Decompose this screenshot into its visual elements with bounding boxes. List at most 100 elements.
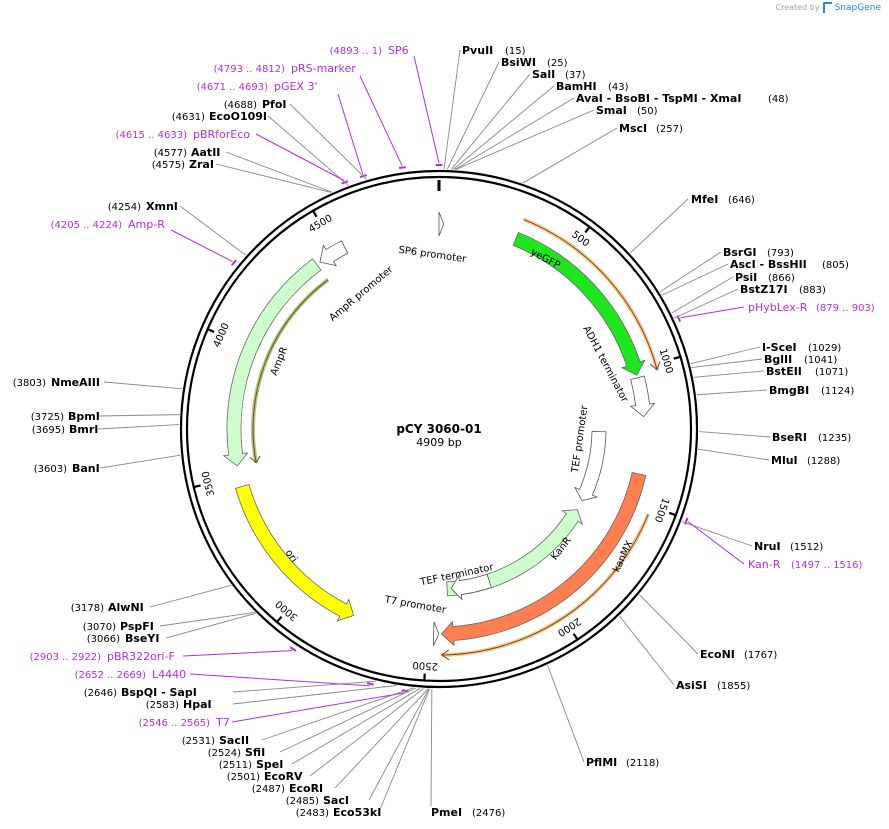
ampr-outer-strand xyxy=(252,279,329,463)
credit-prefix: Created by xyxy=(775,3,820,12)
site-alwni: AlwNI(3178) xyxy=(71,601,144,614)
svg-text:(879 .. 903): (879 .. 903) xyxy=(816,303,875,314)
leader-line-7 xyxy=(629,198,689,254)
svg-text:(2583): (2583) xyxy=(146,700,179,711)
svg-text:SmaI: SmaI xyxy=(596,104,627,117)
leader-line-31 xyxy=(232,680,376,693)
site-msci: MscI(257) xyxy=(619,122,683,135)
svg-text:(2483): (2483) xyxy=(296,808,329,819)
svg-text:HpaI: HpaI xyxy=(183,698,212,711)
plasmid-name: pCY 3060-01 xyxy=(396,422,481,436)
svg-text:BglII: BglII xyxy=(764,353,792,366)
leader-line-16 xyxy=(698,431,771,438)
svg-text:MscI: MscI xyxy=(619,122,647,135)
site-bmri: BmrI(3695) xyxy=(32,423,99,436)
site-sali: SalI(37) xyxy=(532,68,586,81)
site-bamhi: BamHI (43) xyxy=(556,80,629,93)
svg-text:NruI: NruI xyxy=(754,540,781,553)
site-mfei: MfeI(646) xyxy=(691,193,755,206)
leader-line-4 xyxy=(454,97,575,170)
leader-line-36 xyxy=(97,424,180,430)
svg-text:BseYI: BseYI xyxy=(125,632,159,645)
leader-line-5 xyxy=(455,109,595,170)
primer-leader-line-9 xyxy=(231,692,405,723)
backbone-inner-circle xyxy=(185,175,693,683)
svg-text:(25): (25) xyxy=(547,58,568,69)
tick-3000 xyxy=(275,615,283,624)
svg-text:(2546 .. 2565): (2546 .. 2565) xyxy=(139,718,211,729)
primer-l4440: L4440(2652 .. 2669) xyxy=(75,668,187,681)
site-bsteii: BstEII(1071) xyxy=(766,365,848,378)
svg-text:T7: T7 xyxy=(215,716,230,729)
feature-label-ampr-promoter: AmpR promoter xyxy=(327,264,396,324)
primer-site-mark-4 xyxy=(231,259,237,267)
primer-pbrforeco: pBRforEco(4615 .. 4633) xyxy=(116,128,251,141)
feature-ampr xyxy=(222,258,322,467)
svg-text:AvaI - BsoBI - TspMI - XmaI: AvaI - BsoBI - TspMI - XmaI xyxy=(576,92,741,105)
feature-tef-terminator xyxy=(450,573,492,601)
svg-text:(1041): (1041) xyxy=(804,355,837,366)
svg-text:BsrGI: BsrGI xyxy=(723,246,756,259)
feature-t7-promoter xyxy=(432,621,440,647)
svg-text:SfiI: SfiI xyxy=(245,746,265,759)
svg-text:NmeAIII: NmeAIII xyxy=(51,376,100,389)
svg-text:(4577): (4577) xyxy=(154,148,187,159)
svg-text:(2485): (2485) xyxy=(286,796,319,807)
primer-leader-line-8 xyxy=(189,673,370,687)
svg-text:(50): (50) xyxy=(637,106,658,117)
svg-text:(4205 .. 4224): (4205 .. 4224) xyxy=(51,220,123,231)
svg-text:(15): (15) xyxy=(505,46,526,57)
svg-text:PfoI: PfoI xyxy=(262,98,287,111)
site-pspfi: PspFI(3070) xyxy=(83,620,154,633)
leader-line-3 xyxy=(453,85,555,170)
svg-text:BamHI: BamHI xyxy=(556,80,597,93)
site-pmei: PmeI(2476) xyxy=(431,806,505,819)
leader-line-27 xyxy=(291,687,421,765)
leader-line-39 xyxy=(179,205,246,256)
site-bsrgi: BsrGI(793) xyxy=(723,246,794,259)
site-bglii: BglII (1041) xyxy=(764,353,837,366)
svg-text:pBRforEco: pBRforEco xyxy=(193,128,250,141)
tick-4000 xyxy=(206,327,215,333)
svg-text:PvuII: PvuII xyxy=(462,44,493,57)
primer-site-mark-1 xyxy=(398,166,406,170)
svg-text:(2487): (2487) xyxy=(252,784,285,795)
ampr-outer-strand-arrowhead xyxy=(249,455,261,464)
svg-text:(3725): (3725) xyxy=(31,412,64,423)
leader-line-34 xyxy=(149,584,232,608)
leader-line-41 xyxy=(225,151,332,193)
svg-text:(2646): (2646) xyxy=(84,688,117,699)
site-bsiwi: BsiWI(25) xyxy=(501,56,568,69)
svg-text:pHybLex-R: pHybLex-R xyxy=(748,301,808,314)
svg-text:(2118): (2118) xyxy=(626,758,659,769)
svg-text:PmeI: PmeI xyxy=(431,806,462,819)
svg-text:(1288): (1288) xyxy=(807,456,840,467)
site-pfoi: PfoI(4688) xyxy=(224,98,287,111)
backbone-outer-circle xyxy=(179,169,699,689)
svg-text:SP6: SP6 xyxy=(388,44,409,57)
feature-ampr-promoter xyxy=(319,240,349,267)
svg-text:(3695): (3695) xyxy=(32,425,65,436)
leader-line-13 xyxy=(691,358,763,369)
svg-text:(3803): (3803) xyxy=(13,378,46,389)
svg-text:(3066): (3066) xyxy=(87,634,120,645)
svg-text:BspQI - SapI: BspQI - SapI xyxy=(121,686,197,699)
tick-500 xyxy=(584,225,591,234)
svg-text:EcoRI: EcoRI xyxy=(289,782,323,795)
svg-text:(3603): (3603) xyxy=(34,464,67,475)
primer-amp-r: Amp-R (4205 .. 4224) xyxy=(51,218,166,231)
leader-line-24 xyxy=(368,688,430,801)
leader-line-35 xyxy=(99,454,181,469)
svg-text:BmgBI: BmgBI xyxy=(769,384,809,397)
snapgene-logo-icon xyxy=(822,2,832,13)
svg-text:Eco53kI: Eco53kI xyxy=(333,806,381,819)
svg-text:I-SceI: I-SceI xyxy=(762,341,797,354)
site-bstz17i: BstZ17I(883) xyxy=(740,283,826,296)
site-nrui: NruI(1512) xyxy=(754,540,823,553)
primer-pbr322ori-f: pBR322ori-F(2903 .. 2922) xyxy=(30,650,175,663)
svg-text:(43): (43) xyxy=(608,82,629,93)
svg-text:Amp-R: Amp-R xyxy=(128,218,165,231)
svg-text:AatII: AatII xyxy=(191,146,220,159)
leader-line-14 xyxy=(693,370,765,378)
leader-line-40 xyxy=(215,163,332,193)
